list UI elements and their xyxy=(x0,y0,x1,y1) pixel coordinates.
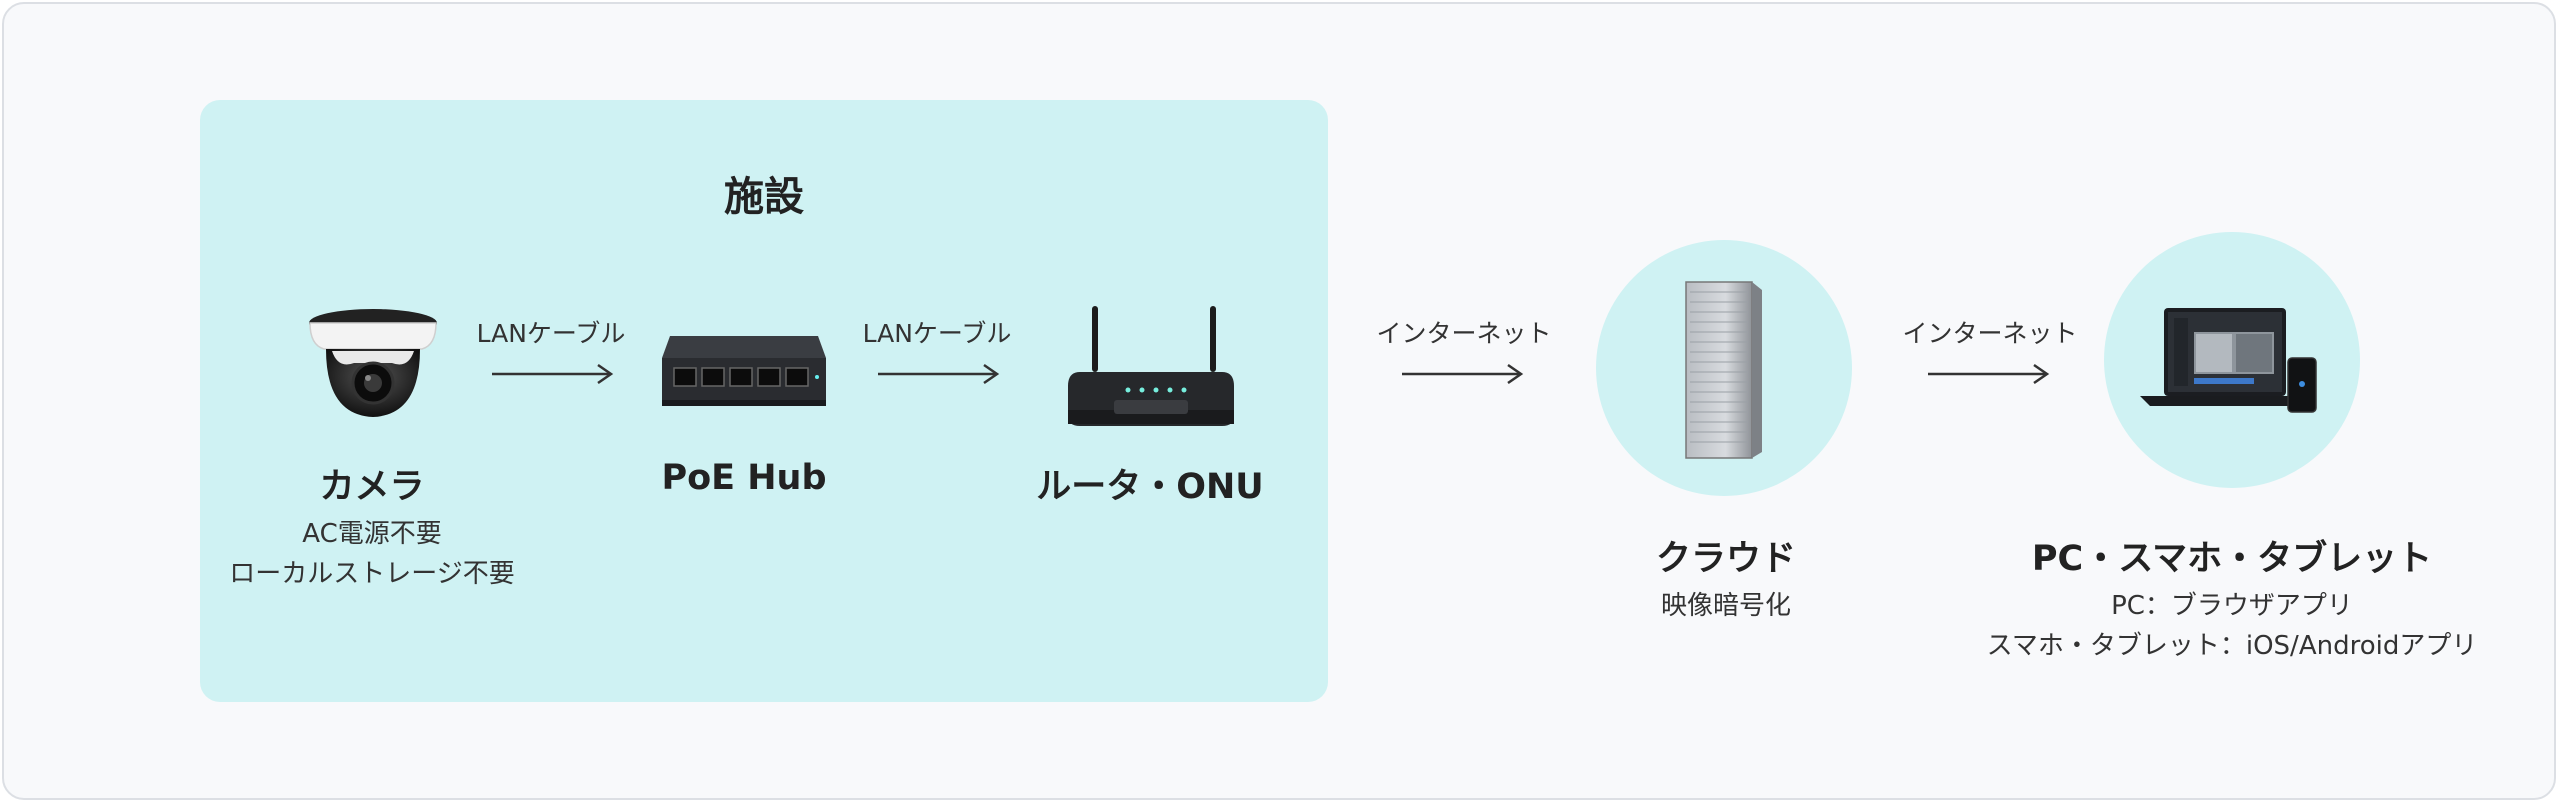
arrow-right-icon xyxy=(878,363,1000,385)
facility-title: 施設 xyxy=(724,174,804,220)
wifi-router-icon xyxy=(1068,306,1234,426)
router-title: ルータ・ONU xyxy=(1036,467,1264,507)
devices-desc-line-1: PC：ブラウザアプリ xyxy=(2111,591,2353,621)
server-rack-icon xyxy=(1685,281,1762,459)
camera-desc-line-2: ローカルストレージ不要 xyxy=(229,559,515,589)
hub-title: PoE Hub xyxy=(661,458,827,498)
camera-title: カメラ xyxy=(319,467,425,507)
connection-label-3: インターネット xyxy=(1376,319,1552,348)
connection-label-4: インターネット xyxy=(1902,319,2078,348)
cloud-desc-line-1: 映像暗号化 xyxy=(1660,591,1792,621)
dome-camera-icon xyxy=(309,309,437,417)
camera-desc-line-1: AC電源不要 xyxy=(302,519,442,549)
devices-title: PC・スマホ・タブレット xyxy=(2031,539,2433,579)
connection-label-2: LANケーブル xyxy=(862,319,1012,348)
laptop-phone-icon xyxy=(2140,308,2317,413)
arrow-right-icon xyxy=(1402,363,1524,385)
cloud-title: クラウド xyxy=(1655,539,1797,579)
connection-label-1: LANケーブル xyxy=(476,319,626,348)
devices-desc: PC：ブラウザアプリ スマホ・タブレット：iOS/Androidアプリ xyxy=(1987,586,2478,666)
arrow-right-icon xyxy=(1928,363,2050,385)
arrow-right-icon xyxy=(492,363,614,385)
network-switch-icon xyxy=(662,336,826,406)
cloud-desc: 映像暗号化 xyxy=(1661,586,1791,626)
devices-desc-line-2: スマホ・タブレット：iOS/Androidアプリ xyxy=(1986,631,2478,661)
camera-desc: AC電源不要 ローカルストレージ不要 xyxy=(229,514,514,594)
